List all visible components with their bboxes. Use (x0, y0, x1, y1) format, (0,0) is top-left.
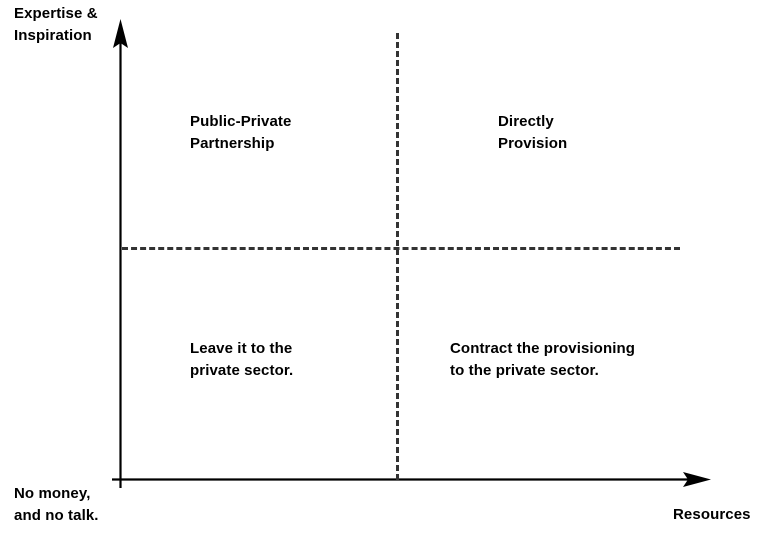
quadrant-label-top-right: Directly Provision (498, 113, 568, 152)
y-axis-arrowhead (113, 19, 128, 48)
origin-label: No money, and no talk. (14, 485, 99, 524)
horizontal-divider-dashed (122, 247, 680, 250)
quadrant-label-bottom-right: Contract the provisioning to the private… (450, 340, 636, 379)
x-axis-label: Resources (673, 506, 751, 523)
x-axis-arrowhead (683, 472, 711, 487)
quadrant-label-bottom-left: Leave it to the private sector. (190, 340, 294, 379)
vertical-divider-dashed (396, 33, 399, 480)
y-axis-label: Expertise & Inspiration (14, 5, 98, 44)
quadrant-label-top-left: Public-Private Partnership (190, 113, 292, 152)
